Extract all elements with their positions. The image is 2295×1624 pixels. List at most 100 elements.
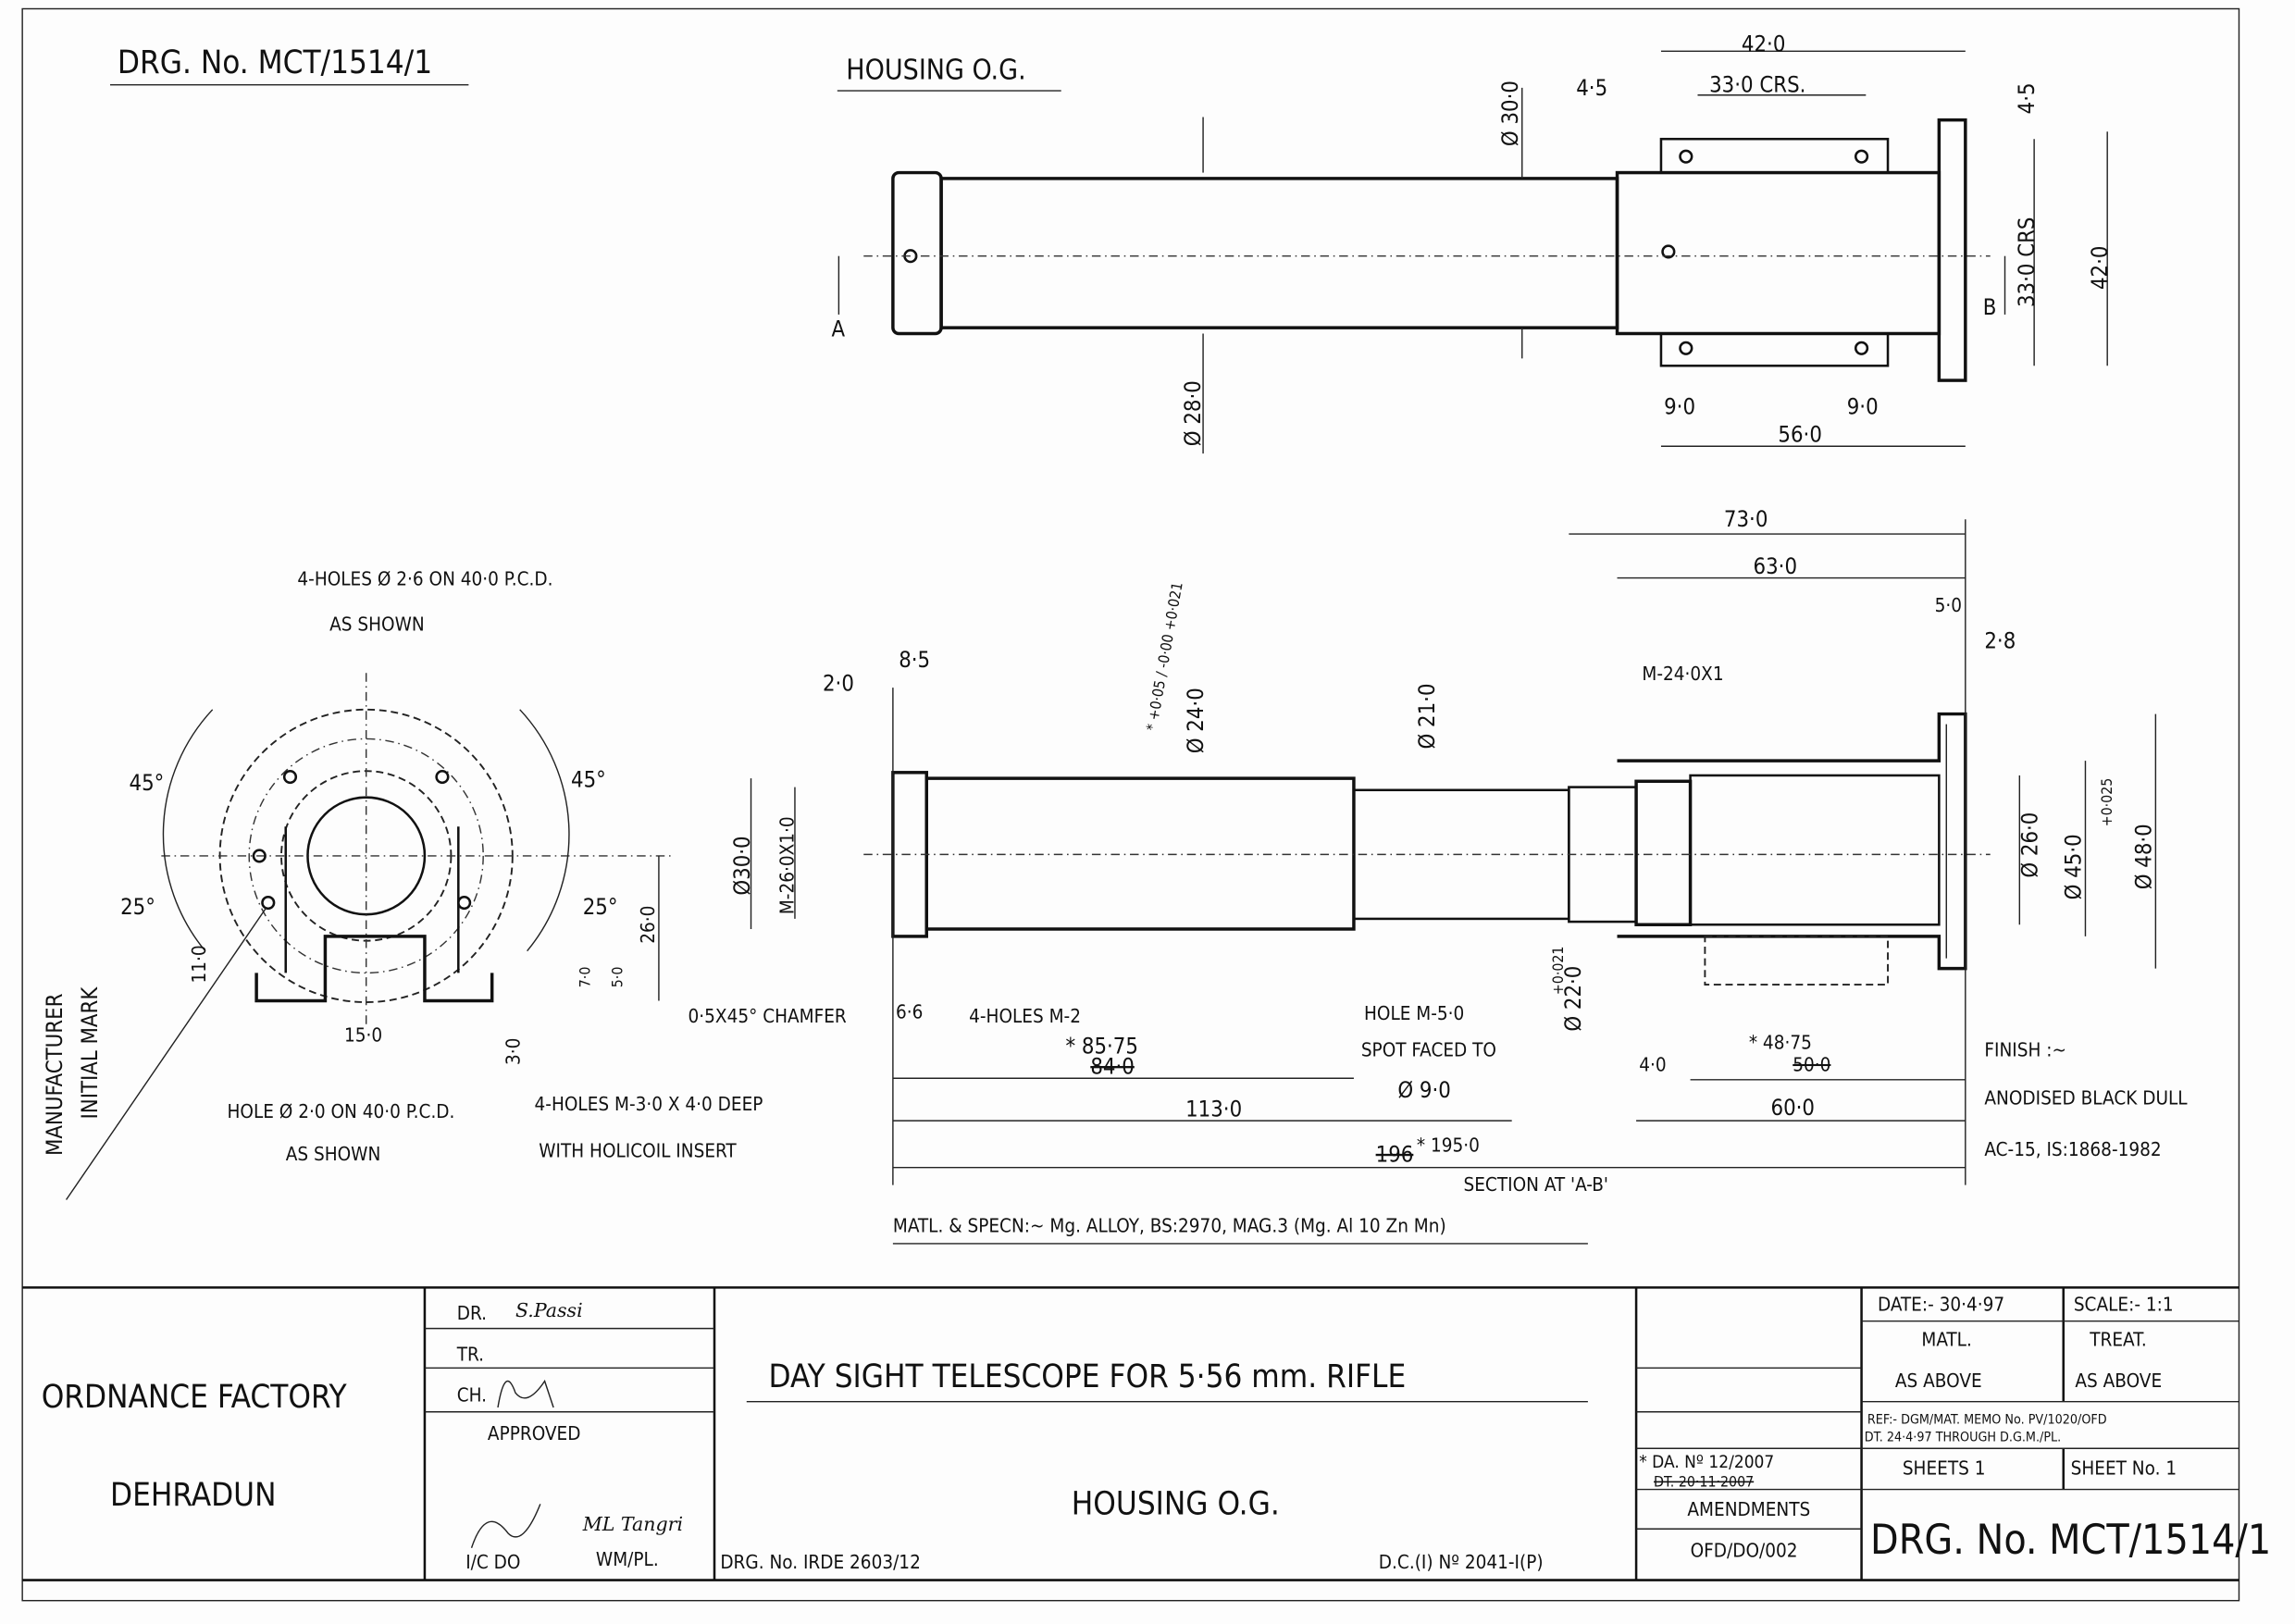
dim-5: 5·0 <box>1935 594 1962 616</box>
dim-5: 5·0 <box>608 967 626 988</box>
angle-25-left: 25° <box>120 894 155 920</box>
section-label: SECTION AT 'A-B' <box>1464 1173 1608 1196</box>
section-view: 73·0 63·0 5·0 2·8 2·0 8·5 Ø 24·0 * +0·05… <box>688 506 2188 1245</box>
company-location: DEHRADUN <box>110 1477 276 1514</box>
note-hole-m5: HOLE M-5·0 <box>1364 1002 1464 1024</box>
note-holes-m2: 4-HOLES M-2 <box>969 1005 1081 1027</box>
checked-by-signature <box>497 1379 554 1408</box>
rear-flange <box>1937 118 1967 382</box>
dim-7: 7·0 <box>577 967 594 988</box>
dim-42: 42·0 <box>1742 31 1785 56</box>
dim-dia-24: Ø 24·0 <box>1183 688 1209 753</box>
end-flange <box>891 170 943 336</box>
drawing-number-top: DRG. No. MCT/1514/1 <box>118 44 432 81</box>
dim-dia-28: Ø 28·0 <box>1180 380 1206 446</box>
note-holes-2-6: 4-HOLES Ø 2·6 ON 40·0 P.C.D. <box>297 567 552 589</box>
tolerance-24: * +0·05 / -0·00 +0·021 <box>1143 581 1186 733</box>
part-title-top: HOUSING O.G. <box>846 54 1025 86</box>
dim-33-crs-vertical: 33·0 CRS <box>2014 217 2040 308</box>
drawing-title: DAY SIGHT TELESCOPE FOR 5·56 mm. RIFLE <box>769 1358 1407 1395</box>
dim-2-8: 2·8 <box>1984 627 2016 653</box>
drawing-subtitle: HOUSING O.G. <box>1072 1485 1280 1522</box>
sheet-number: SHEET No. 1 <box>2071 1457 2177 1480</box>
checked-by-label: CH. <box>457 1384 487 1407</box>
dim-dia-45: Ø 45·0 <box>2061 834 2087 899</box>
section-mark-a: A <box>831 316 845 342</box>
finish-spec: AC-15, IS:1868-1982 <box>1984 1138 2161 1160</box>
end-view: 45° 45° 25° 25° 26·0 11·0 15·0 3·0 7·0 5… <box>42 567 763 1200</box>
material-value: AS ABOVE <box>1895 1370 1982 1392</box>
dim-9-right: 9·0 <box>1847 393 1879 419</box>
dim-dia-30: Ø30·0 <box>729 836 755 895</box>
amendment-number: * DA. Nº 12/2007 <box>1639 1452 1774 1472</box>
treatment-value: AS ABOVE <box>2075 1370 2162 1392</box>
dim-dia-26: Ø 26·0 <box>2016 812 2042 878</box>
dc-number: D.C.(I) Nº 2041-I(P) <box>1379 1551 1544 1573</box>
insert <box>1634 779 1693 926</box>
top-view: 42·0 33·0 CRS. 4·5 Ø 30·0 4·5 33·0 CRS 4… <box>831 31 2113 454</box>
wm-pl-label: WM/PL. <box>596 1548 659 1570</box>
note-initial-mark: INITIAL MARK <box>77 986 103 1120</box>
front-tube <box>924 776 1356 931</box>
drawn-by-signature: S.Passi <box>515 1299 583 1321</box>
note-manufacturer: MANUFACTURER <box>42 993 68 1156</box>
ic-do-signature <box>470 1504 541 1549</box>
dim-26: 26·0 <box>637 906 659 944</box>
thread-m26: M-26·0X1·0 <box>775 816 798 914</box>
mount-block <box>1615 170 1941 336</box>
wm-signature: ML Tangri <box>582 1513 683 1535</box>
dim-6-6: 6·6 <box>896 1000 923 1023</box>
tolerance-45: +0·025 <box>2098 778 2115 827</box>
dim-63: 63·0 <box>1754 553 1797 579</box>
dim-3: 3·0 <box>502 1038 525 1065</box>
dim-195: * 195·0 <box>1417 1134 1480 1156</box>
dim-33-crs: 33·0 CRS. <box>1709 72 1805 98</box>
company-name: ORDNANCE FACTORY <box>42 1379 348 1416</box>
dim-dia-21: Ø 21·0 <box>1414 683 1440 749</box>
drawn-by-label: DR. <box>457 1302 487 1324</box>
dim-dia-30: Ø 30·0 <box>1497 81 1523 146</box>
dim-196-superseded: 196 <box>1376 1141 1414 1167</box>
treatment-label: TREAT. <box>2089 1329 2147 1351</box>
scale: SCALE:- 1:1 <box>2074 1294 2174 1316</box>
dim-11: 11·0 <box>188 945 210 983</box>
finish-value: ANODISED BLACK DULL <box>1984 1087 2188 1110</box>
note-chamfer: 0·5X45° CHAMFER <box>688 1005 847 1027</box>
traced-by-label: TR. <box>456 1343 484 1365</box>
dim-85-75: * 85·75 <box>1065 1033 1137 1059</box>
drawing-number: DRG. No. MCT/1514/1 <box>1870 1517 2271 1564</box>
approved-label: APPROVED <box>488 1422 581 1444</box>
rear-body <box>1617 712 1967 971</box>
thread-m24: M-24·0X1 <box>1642 663 1723 685</box>
dim-8-5: 8·5 <box>899 647 930 673</box>
lug-bottom <box>1659 332 1890 367</box>
dim-50-superseded: 50·0 <box>1793 1053 1830 1075</box>
sheet-border <box>21 7 2240 1602</box>
lug-top <box>1659 137 1890 174</box>
dim-4-5: 4·5 <box>1576 75 1607 101</box>
note-hole-2-0: HOLE Ø 2·0 ON 40·0 P.C.D. <box>228 1100 455 1122</box>
dim-dia-22: Ø 22·0 <box>1560 966 1586 1032</box>
angle-45-left: 45° <box>130 770 165 796</box>
tube-body <box>939 177 1619 329</box>
dim-dia-48: Ø 48·0 <box>2131 824 2157 889</box>
material-label: MATL. <box>1921 1329 1971 1351</box>
title-block: ORDNANCE FACTORY DEHRADUN DR. S.Passi TR… <box>22 1286 2271 1581</box>
note-spot-faced: SPOT FACED TO <box>1361 1039 1496 1061</box>
angle-45-right: 45° <box>571 767 606 793</box>
angle-25-right: 25° <box>583 894 618 920</box>
finish-label: FINISH :~ <box>1984 1039 2066 1061</box>
reference-date: DT. 24·4·97 THROUGH D.G.M./PL. <box>1865 1430 2062 1444</box>
dim-2: 2·0 <box>823 670 854 696</box>
dim-42-vertical: 42·0 <box>2087 246 2113 290</box>
material-spec: MATL. & SPECN:~ Mg. ALLOY, BS:2970, MAG.… <box>893 1214 1446 1236</box>
note-as-shown-top: AS SHOWN <box>329 613 425 635</box>
dim-15: 15·0 <box>344 1024 382 1047</box>
sheets-count: SHEETS 1 <box>1903 1457 1986 1480</box>
amendments-label: AMENDMENTS <box>1687 1498 1810 1520</box>
tolerance-22: +0·021 <box>1549 947 1567 996</box>
reference-memo: REF:- DGM/MAT. MEMO No. PV/1020/OFD <box>1867 1412 2107 1427</box>
note-spot-diameter: Ø 9·0 <box>1397 1077 1450 1103</box>
